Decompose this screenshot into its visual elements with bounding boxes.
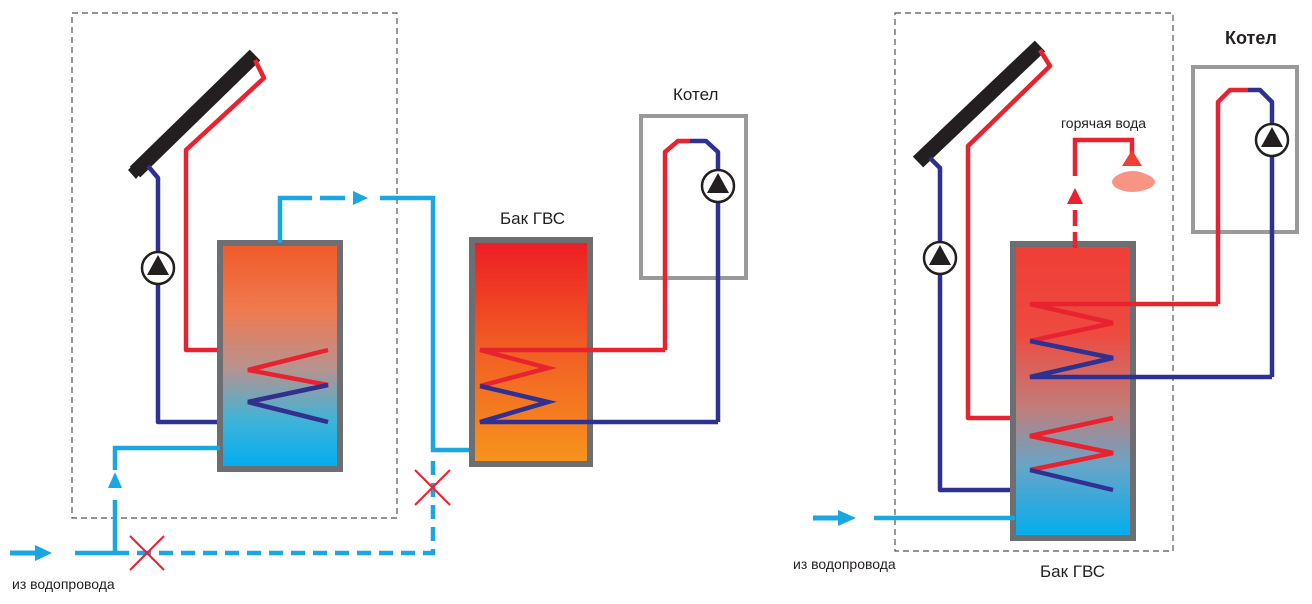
left-boiler-box [639, 114, 748, 280]
left-inlet-pipe [75, 500, 118, 556]
right-solar-system-boundary [894, 12, 1174, 552]
left-boiler-return-pipe [690, 138, 721, 422]
left-solar-tank [217, 240, 343, 472]
right-dhw-tank-label: Бак ГВС [1040, 562, 1106, 581]
right-boiler-pump-icon [1254, 122, 1290, 158]
left-boiler-supply-pipe [662, 138, 690, 350]
right-boiler-coil [1029, 301, 1218, 344]
right-dhw-tank [1010, 241, 1136, 541]
right-boiler-coil-return [1029, 338, 1272, 380]
right-inlet-label: из водопровода [793, 556, 896, 572]
right-solar-coil [1029, 415, 1114, 473]
left-inlet-up-arrow [108, 472, 122, 488]
left-dhw-tank-label: Бак ГВС [500, 209, 566, 228]
left-bypass-cross-icon [129, 535, 165, 571]
right-scheme [813, 12, 1299, 552]
right-boiler-label: Котел [1225, 28, 1277, 48]
left-inlet-arrow-icon [35, 545, 52, 561]
left-solar-system-boundary [71, 12, 398, 519]
right-hot-outlet-arrow [1067, 188, 1083, 204]
left-tank-inlet-pipe [112, 445, 220, 470]
right-solar-pump-icon [922, 240, 958, 276]
right-hot-water-pipe [1072, 137, 1135, 176]
solar-collector-icon [912, 40, 1046, 168]
right-inlet-arrow-icon [838, 510, 856, 526]
left-dhw-feed-pipe [380, 195, 480, 453]
left-boiler-label: Котел [673, 85, 719, 104]
right-hot-water-label: горячая вода [1061, 115, 1147, 131]
left-scheme [10, 12, 748, 571]
right-solar-coil-return [1029, 467, 1114, 493]
left-tank-outlet-pipe [277, 195, 312, 243]
left-outlet-arrow [353, 191, 368, 205]
right-boiler-box [1191, 65, 1299, 234]
shower-tap-icon [1112, 150, 1155, 192]
left-solar-coil-cold-part [247, 382, 329, 425]
left-solar-pump-icon [140, 250, 176, 286]
right-boiler-supply-pipe [1215, 87, 1248, 304]
solar-collector-icon [128, 49, 261, 179]
left-dhw-coil [479, 347, 665, 389]
left-boiler-pump-icon [700, 168, 736, 204]
left-riser-cross-icon [414, 469, 451, 506]
left-dhw-coil-return [479, 383, 718, 425]
right-boiler-return-pipe [1248, 87, 1275, 377]
left-inlet-label: из водопровода [12, 576, 115, 592]
